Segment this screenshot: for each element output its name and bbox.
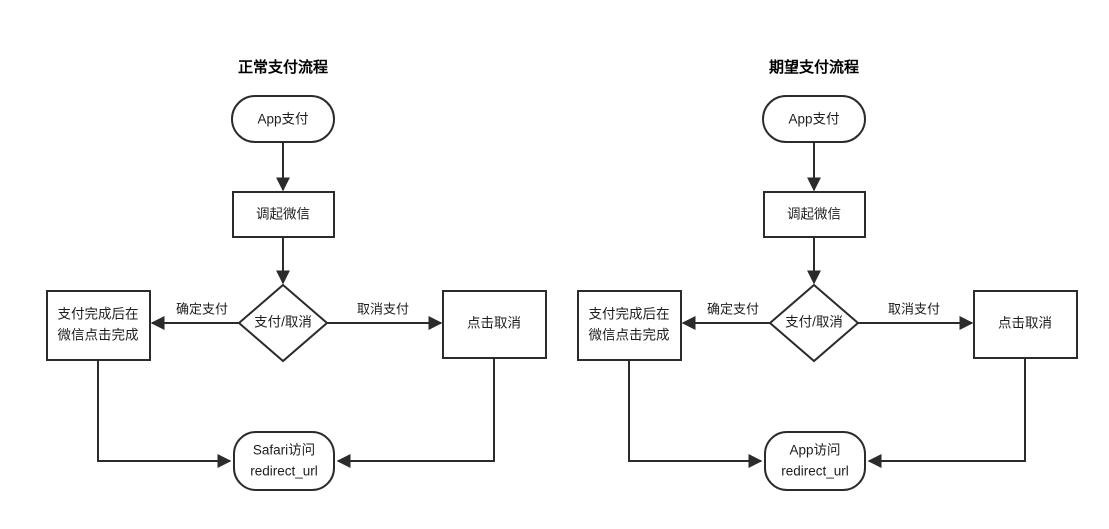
node-decision-shape[interactable] <box>768 283 860 363</box>
node-cancel-label: 点击取消 <box>998 316 1052 331</box>
node-confirm-label-line2: 微信点击完成 <box>58 328 139 343</box>
edge-confirm-to-redirect-normal <box>97 360 232 468</box>
edge-label-confirm-expected: 确定支付 <box>707 301 759 316</box>
edge-label-confirm-normal: 确定支付 <box>176 301 228 316</box>
node-redirect-shape[interactable] <box>233 431 335 491</box>
diagram-normal-payment-flow: 正常支付流程 App支付 调起微信 支付/取消 确定支付 <box>46 58 547 491</box>
diagram-title-normal: 正常支付流程 <box>238 58 328 76</box>
node-redirect-label-line2: redirect_url <box>781 464 849 479</box>
node-confirm-shape[interactable] <box>46 290 151 361</box>
node-redirect-label-line1: App访问 <box>789 443 840 458</box>
node-decision-expected[interactable]: 支付/取消 <box>768 283 860 363</box>
edge-label-cancel-expected: 取消支付 <box>888 301 940 316</box>
node-redirect-label-line2: redirect_url <box>250 464 318 479</box>
node-decision-label: 支付/取消 <box>785 315 843 330</box>
diagram-expected-payment-flow: 期望支付流程 App支付 调起微信 支付/取消 确定支付 <box>577 58 1078 491</box>
node-redirect-expected[interactable]: App访问 redirect_url <box>764 431 866 491</box>
node-decision-shape[interactable] <box>237 283 329 363</box>
node-cancel-normal[interactable]: 点击取消 <box>442 290 547 359</box>
node-confirm-expected[interactable]: 支付完成后在 微信点击完成 <box>577 290 682 361</box>
edge-cancel-to-redirect-expected <box>867 358 1026 468</box>
node-confirm-shape[interactable] <box>577 290 682 361</box>
node-invoke-wechat-shape[interactable] <box>763 191 866 238</box>
node-invoke-wechat-shape[interactable] <box>232 191 335 238</box>
node-confirm-label-line1: 支付完成后在 <box>58 307 139 322</box>
node-invoke-wechat-expected[interactable]: 调起微信 <box>763 191 866 238</box>
node-confirm-label-line1: 支付完成后在 <box>589 307 670 322</box>
node-redirect-normal[interactable]: Safari访问 redirect_url <box>233 431 335 491</box>
node-redirect-label-line1: Safari访问 <box>253 443 315 458</box>
edge-confirm-to-redirect-expected <box>628 360 763 468</box>
node-redirect-shape[interactable] <box>764 431 866 491</box>
node-app-pay-label: App支付 <box>257 112 308 127</box>
node-decision-label: 支付/取消 <box>254 315 312 330</box>
node-app-pay-normal[interactable]: App支付 <box>231 95 335 143</box>
node-confirm-normal[interactable]: 支付完成后在 微信点击完成 <box>46 290 151 361</box>
node-app-pay-expected[interactable]: App支付 <box>762 95 866 143</box>
node-invoke-wechat-label: 调起微信 <box>256 207 310 222</box>
edge-cancel-to-redirect-normal <box>336 358 495 468</box>
node-cancel-label: 点击取消 <box>467 316 521 331</box>
node-confirm-label-line2: 微信点击完成 <box>589 328 670 343</box>
node-app-pay-label: App支付 <box>788 112 839 127</box>
diagram-title-expected: 期望支付流程 <box>769 58 859 76</box>
node-decision-normal[interactable]: 支付/取消 <box>237 283 329 363</box>
edge-label-cancel-normal: 取消支付 <box>357 301 409 316</box>
node-cancel-expected[interactable]: 点击取消 <box>973 290 1078 359</box>
node-invoke-wechat-label: 调起微信 <box>787 207 841 222</box>
node-invoke-wechat-normal[interactable]: 调起微信 <box>232 191 335 238</box>
